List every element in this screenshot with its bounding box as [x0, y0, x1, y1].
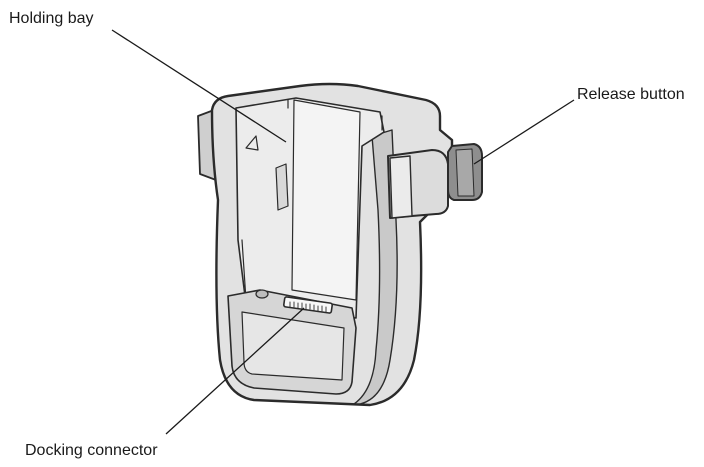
bay-slot-left: [241, 239, 247, 301]
docking-connector-label: Docking connector: [25, 442, 158, 459]
locating-pin: [255, 289, 269, 299]
holding-bay-back-wall: [291, 99, 361, 301]
holding-bay-label: Holding bay: [9, 10, 94, 27]
bay-rib-left: [275, 163, 289, 211]
holding-bay-leader-line: [111, 29, 287, 143]
bay-triangle-mark: [245, 135, 259, 151]
release-button-face: [455, 148, 475, 197]
release-button-leader-line: [473, 99, 575, 165]
cradle-side-shade: [353, 129, 398, 405]
docking-connector: [282, 296, 334, 314]
docking-connector-pins: [289, 301, 327, 313]
release-housing-front: [389, 155, 413, 219]
docking-connector-leader-line: [165, 307, 305, 435]
release-button-label: Release button: [577, 86, 685, 103]
bay-slot-right: [287, 99, 383, 131]
cradle-illustration: [197, 82, 483, 407]
